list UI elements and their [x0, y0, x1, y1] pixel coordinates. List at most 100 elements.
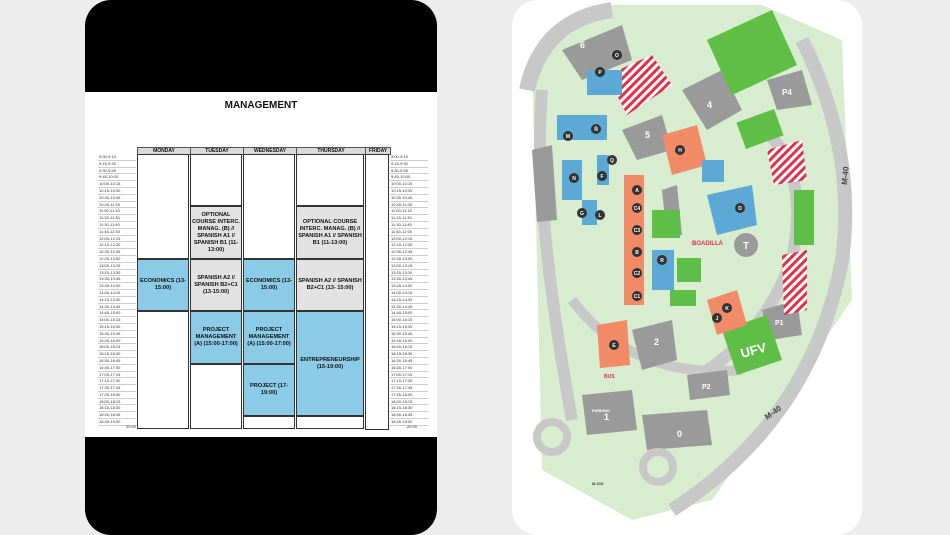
road-north: [519, 2, 614, 92]
m515-label: M-515: [592, 481, 604, 486]
football-field: [707, 10, 797, 95]
time-slot: 17:00-17:15: [98, 372, 136, 379]
pin-c3: C3: [634, 228, 641, 234]
time-slot: 11:00-11:15: [390, 208, 428, 216]
thursday-empty-evening: [296, 416, 364, 429]
time-slot: 12:30-12:45: [98, 249, 136, 256]
time-slot: 17:00-17:15: [390, 372, 428, 379]
parking-0-label: 0: [677, 429, 682, 439]
pin-c2: C2: [634, 271, 641, 277]
wednesday-economics: ECONOMICS (13-15:00): [243, 259, 295, 311]
pin-g: G: [580, 211, 584, 217]
time-slot: 15:45-16:00: [98, 338, 136, 345]
parking-p1-label: P1: [775, 320, 784, 327]
pin-n: N: [572, 176, 576, 182]
pin-m: M: [566, 134, 570, 140]
monday-empty-morning: [137, 154, 189, 259]
parking-6: [562, 25, 632, 80]
roundabout-t: [734, 233, 758, 257]
parking-1: [582, 390, 637, 435]
time-slot: 14:45-15:00: [390, 310, 428, 318]
wednesday-project: PROJECT (17- 19:00): [243, 364, 295, 416]
pin-c4: C4: [634, 206, 641, 212]
time-slot: 11:30-11:45: [98, 222, 136, 229]
m40-label-1: M-40: [840, 166, 851, 185]
tuesday-optional-course: OPTIONAL COURSE INTERC. MANAG. (B) // SP…: [190, 206, 242, 259]
time-slot: 15:00-15:15: [390, 317, 428, 324]
sports-court-2: [677, 258, 701, 282]
parking-p2: [687, 370, 730, 400]
time-slot: 15:15-15:30: [98, 324, 136, 331]
time-slot: 13:15-13:30: [98, 270, 136, 277]
time-slot: 13:30-13:45: [98, 276, 136, 284]
thursday-optional-course: OPTIONAL COURSE INTERC. MANAG. (B) // SP…: [296, 206, 364, 259]
road-west: [534, 89, 578, 422]
time-slot: 18:45-19:00: [98, 419, 136, 426]
tuesday-empty-evening: [190, 364, 242, 429]
striped-zone-2: [767, 140, 807, 185]
parking-word-label: PARKING: [592, 408, 610, 413]
time-slot: 18:15-18:30: [98, 405, 136, 413]
time-slot: 16:15-16:30: [390, 351, 428, 358]
pin-c1: C1: [634, 294, 641, 300]
time-slot: 12:00-12:15: [390, 236, 428, 243]
time-slot: 12:15-12:30: [98, 242, 136, 250]
building-ufv-bottom: [702, 160, 724, 182]
time-slot: 14:15-14:30: [390, 297, 428, 304]
time-slot: 16:45-17:00: [98, 365, 136, 372]
time-slot: 9:00-9:15: [98, 154, 136, 161]
time-slot: 9:15-9:30: [98, 161, 136, 168]
building-d: [707, 185, 757, 235]
time-slot: 11:15-11:30: [390, 215, 428, 222]
time-slot: 14:30-14:45: [390, 304, 428, 311]
parking-2-label: 2: [654, 337, 659, 347]
time-slot: 18:45-19:00: [390, 419, 428, 426]
time-slot: 17:45-18:00: [98, 392, 136, 399]
time-slot: 10:45-11:00: [98, 202, 136, 209]
boadilla-label: BOADILLA: [692, 241, 724, 247]
time-slot: 13:00-13:15: [390, 263, 428, 270]
sports-court-3: [670, 290, 696, 306]
time-slot: 14:00-14:15: [98, 290, 136, 297]
time-slot: 14:15-14:30: [98, 297, 136, 304]
time-slot: 14:00-14:15: [390, 290, 428, 297]
roundabout-south: [639, 448, 677, 486]
time-slot: 18:15-18:30: [390, 405, 428, 413]
time-slot: 12:45-13:00: [390, 256, 428, 263]
time-slot: 15:15-15:30: [390, 324, 428, 331]
time-slot: 10:00-10:15: [98, 181, 136, 188]
time-slot: 9:45-10:00: [98, 174, 136, 182]
time-slot: 10:30-10:45: [390, 195, 428, 202]
time-slot: 16:45-17:00: [390, 365, 428, 372]
time-slot: 10:45-11:00: [390, 202, 428, 209]
time-slot: 11:00-11:15: [98, 208, 136, 216]
ufv-field: [722, 315, 782, 375]
bus-label: BUS: [604, 374, 615, 380]
footer-time-right: 20:00: [407, 424, 418, 429]
time-slot: 12:45-13:00: [98, 256, 136, 263]
time-slot: 12:15-12:30: [390, 242, 428, 250]
time-slot: 9:30-9:45: [98, 168, 136, 175]
pin-t-label: T: [743, 241, 749, 252]
wednesday-project-management: PROJECT MANAGEMENT (A) (15:00-17:00): [243, 311, 295, 364]
time-slot: 16:00-16:15: [98, 344, 136, 352]
roundabout-west: [533, 418, 571, 456]
parking-p4: [767, 70, 812, 110]
parking-1-label: 1: [604, 412, 609, 422]
parking-0: [642, 410, 712, 450]
time-slot: 15:45-16:00: [390, 338, 428, 345]
pin-k: K: [725, 306, 729, 312]
pin-f: F: [600, 174, 603, 180]
pin-d: D: [738, 206, 742, 212]
time-slot: 9:15-9:30: [390, 161, 428, 168]
time-slot: 16:00-16:15: [390, 344, 428, 352]
time-slot: 17:15-17:30: [390, 378, 428, 386]
tennis-courts: [736, 109, 784, 149]
pin-p: P: [598, 70, 602, 76]
time-slot: 13:00-13:15: [98, 263, 136, 270]
pin-a: A: [635, 188, 639, 194]
pin-h: H: [678, 148, 682, 154]
ufv-label: UFV: [739, 340, 768, 361]
